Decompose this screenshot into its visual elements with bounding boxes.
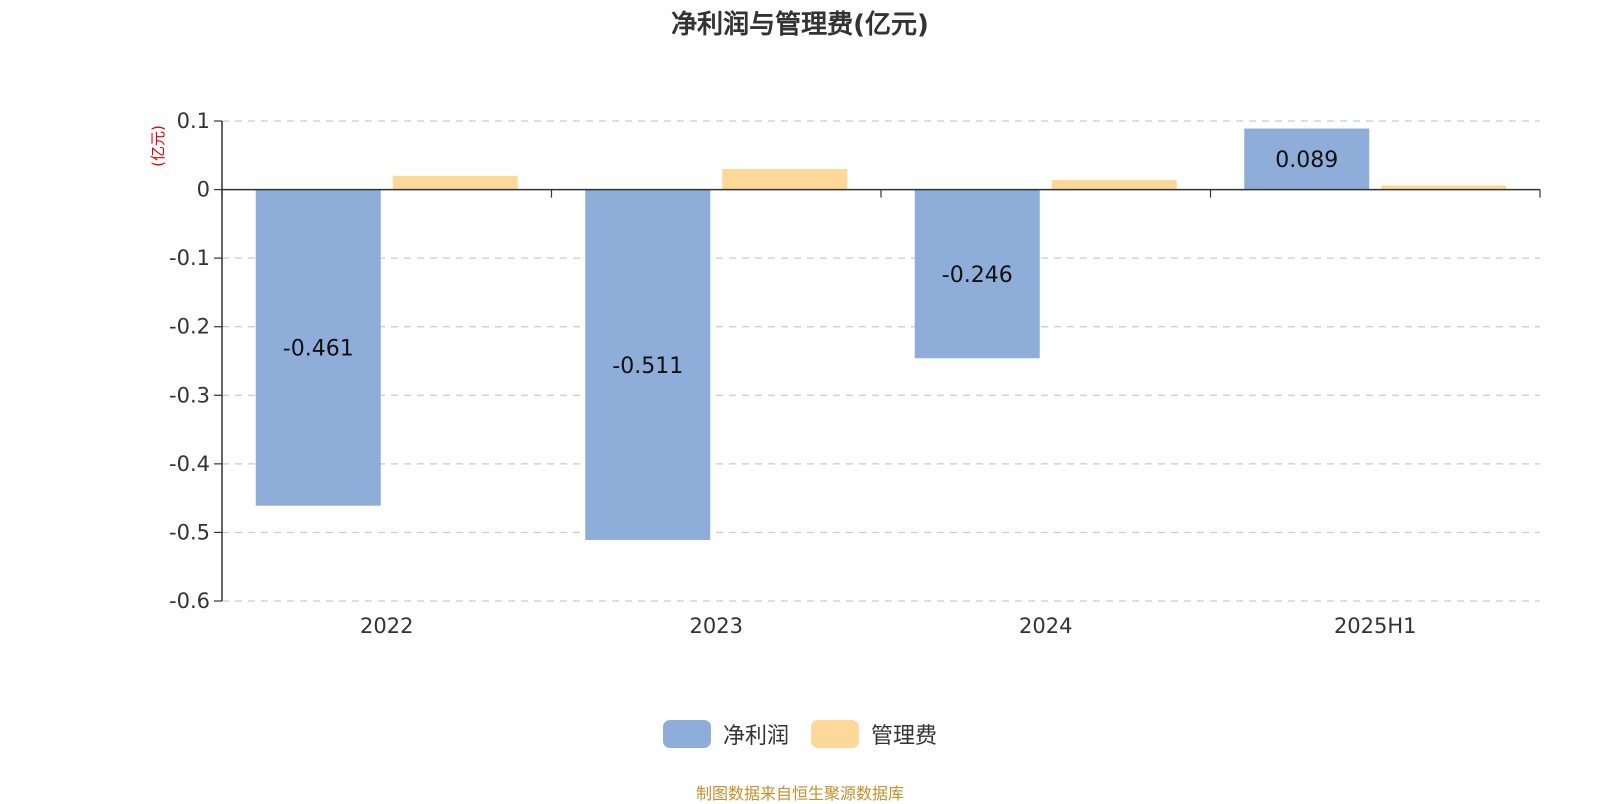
bar-net-profit[interactable]: [1244, 128, 1370, 190]
y-tick-label: -0.2: [169, 315, 210, 339]
legend-item-admin-expense[interactable]: 管理费: [811, 718, 937, 750]
y-tick-label: -0.5: [169, 520, 210, 544]
bar-admin-expense[interactable]: [722, 169, 848, 190]
y-tick-label: 0.1: [177, 109, 210, 133]
bar-admin-expense[interactable]: [1381, 185, 1507, 190]
axes: [214, 120, 1541, 602]
bar-data-label: -0.246: [942, 263, 1013, 288]
y-tick-label: -0.3: [169, 383, 210, 407]
x-category-label: 2025H1: [1334, 614, 1417, 638]
bar-net-profit[interactable]: [585, 189, 711, 540]
legend-label-admin-expense: 管理费: [871, 724, 938, 749]
legend-item-net-profit[interactable]: 净利润: [662, 718, 789, 750]
bar-net-profit[interactable]: [914, 189, 1040, 359]
y-tick-label: -0.4: [169, 452, 210, 476]
bar-data-label: -0.511: [612, 354, 683, 379]
x-category-label: 2024: [1019, 614, 1072, 638]
data-source-note: 制图数据来自恒生聚源数据库: [695, 784, 904, 803]
y-tick-label: -0.6: [169, 589, 210, 613]
y-axis-unit-label: (亿元): [149, 125, 167, 167]
bar-admin-expense[interactable]: [1051, 179, 1177, 190]
legend-label-net-profit: 净利润: [722, 724, 789, 749]
legend: 净利润 管理费: [0, 718, 1600, 750]
legend-swatch-net-profit: [662, 720, 711, 748]
x-category-label: 2022: [360, 614, 413, 638]
chart-title: 净利润与管理费(亿元): [671, 10, 929, 40]
bar-net-profit[interactable]: [255, 189, 381, 506]
bar-admin-expense[interactable]: [392, 175, 518, 190]
bars: [255, 128, 1507, 540]
y-tick-label: 0: [197, 178, 210, 202]
bar-data-label: 0.089: [1275, 148, 1338, 173]
bar-data-label: -0.461: [283, 337, 354, 362]
gridlines: [222, 120, 1540, 602]
y-tick-label: -0.1: [169, 246, 210, 270]
labels: 0.1 0 -0.1 -0.2 -0.3 -0.4 -0.5 -0.6 2022 -0.461 20…: [169, 109, 1417, 638]
x-category-label: 2023: [690, 614, 743, 638]
legend-swatch-admin-expense: [811, 720, 859, 748]
